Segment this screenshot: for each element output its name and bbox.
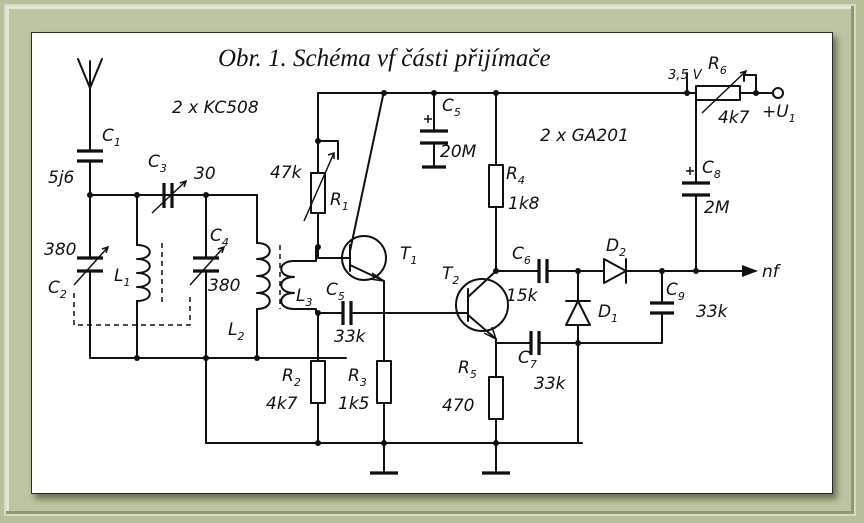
capacitor-c4 xyxy=(189,245,226,286)
c4-value: 380 xyxy=(208,276,240,296)
inductor-l3 xyxy=(280,260,295,310)
r4-value: 1k8 xyxy=(508,194,540,214)
r3-value: 1k5 xyxy=(338,394,369,414)
r2-value: 4k7 xyxy=(266,394,298,414)
capacitor-c8 xyxy=(682,167,710,197)
transistor-note: 2 x KC508 xyxy=(172,98,259,118)
capacitor-c2 xyxy=(73,245,110,286)
r6-value: 4k7 xyxy=(718,108,750,128)
r2-label: R2 xyxy=(282,366,301,389)
transistor-t1 xyxy=(317,90,387,314)
r1-label: R1 xyxy=(330,190,349,213)
diagram-title: Obr. 1. Schéma vf části přijímače xyxy=(218,45,551,72)
c8-label: C8 xyxy=(702,158,721,181)
output-arrow-icon xyxy=(731,265,758,277)
c1-label: C1 xyxy=(102,126,121,149)
c9-value: 33k xyxy=(696,302,729,322)
resistor-r3 xyxy=(376,360,392,404)
diode-d2 xyxy=(603,258,627,284)
t2-label: T2 xyxy=(442,264,459,287)
c5-electrolytic-value: 20M xyxy=(440,142,477,162)
c1-value: 5j6 xyxy=(48,168,75,188)
c3-label: C3 xyxy=(148,152,167,175)
resistor-r2 xyxy=(310,360,326,404)
resistor-r6 xyxy=(695,69,773,114)
c7-label: C7 xyxy=(518,348,537,371)
resistor-r5 xyxy=(488,376,504,420)
c8-value: 2M xyxy=(704,198,730,218)
schematic-diagram: Obr. 1. Schéma vf části přijímače C1 5j6… xyxy=(44,45,796,475)
c5-coupling-label: C5 xyxy=(326,280,345,303)
c2-value: 380 xyxy=(44,240,76,260)
capacitor-c7 xyxy=(529,331,541,355)
l2-label: L2 xyxy=(228,320,244,343)
resistor-r4 xyxy=(488,164,504,208)
r4-label: R4 xyxy=(506,164,525,187)
d2-label: D2 xyxy=(606,236,626,259)
c5-electrolytic-label: C5 xyxy=(442,96,461,119)
capacitor-c6 xyxy=(537,259,549,283)
transistor-t2 xyxy=(451,270,509,362)
output-label: nf xyxy=(762,262,782,282)
gang-link xyxy=(73,293,191,326)
r1-value: 47k xyxy=(270,163,303,183)
d1-label: D1 xyxy=(598,302,618,325)
supply-voltage: 3,5 V xyxy=(668,68,703,83)
c6-value: 15k xyxy=(506,286,539,306)
r5-label: R5 xyxy=(458,358,477,381)
c3-value: 30 xyxy=(194,164,216,184)
r3-label: R3 xyxy=(348,366,367,389)
diode-d1 xyxy=(565,300,591,326)
c5-coupling-value: 33k xyxy=(334,327,367,347)
diode-note: 2 x GA201 xyxy=(540,126,629,146)
l3-label: L3 xyxy=(296,286,312,309)
r6-label: R6 xyxy=(708,54,727,77)
inductor-l1 xyxy=(136,243,163,305)
r5-value: 470 xyxy=(442,396,474,416)
capacitor-c5-coupling xyxy=(341,301,353,325)
capacitor-c5-electrolytic xyxy=(420,115,448,145)
schematic-paper: Obr. 1. Schéma vf části přijímače C1 5j6… xyxy=(31,32,833,494)
supply-terminal-label: +U1 xyxy=(762,102,796,125)
t1-label: T1 xyxy=(400,244,417,267)
antenna-icon xyxy=(77,58,103,114)
capacitor-c9 xyxy=(650,301,674,315)
capacitor-c3 xyxy=(151,179,188,214)
c2-label: C2 xyxy=(48,278,67,301)
l1-label: L1 xyxy=(114,266,130,289)
c4-label: C4 xyxy=(210,226,229,249)
c9-label: C9 xyxy=(666,280,685,303)
supply-terminal xyxy=(772,87,784,99)
capacitor-c1 xyxy=(77,149,103,163)
c7-value: 33k xyxy=(534,374,567,394)
inductor-l2 xyxy=(256,242,281,310)
c6-label: C6 xyxy=(512,244,531,267)
